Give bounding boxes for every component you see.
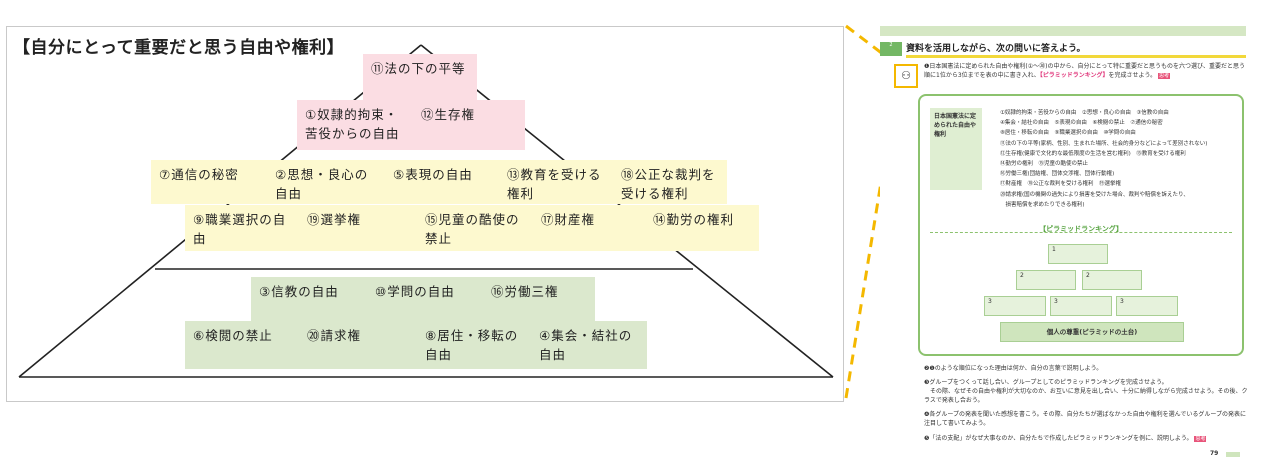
sticky-note-4[interactable]: ④集会・結社の自由: [531, 321, 647, 369]
pyramid-base-box: 個人の尊重(ピラミッドの土台): [1000, 322, 1184, 342]
sticky-note-8[interactable]: ⑧居住・移転の自由: [417, 321, 531, 369]
sticky-note-2[interactable]: ②思想・良心の自由: [267, 160, 385, 204]
sticky-note-14[interactable]: ⑭勤労の権利: [645, 205, 759, 251]
rights-frame: 日本国憲法に定められた自由や権利 ①奴隷的拘束・苦役からの自由 ②思想・良心の自…: [918, 94, 1244, 356]
sticky-note-15[interactable]: ⑮児童の酷使の禁止: [417, 205, 533, 251]
rights-line: ⑳請求権(国の機関の過失により損害を受けた場合、裁判や賠償を訴えたり、: [1000, 191, 1189, 198]
sticky-note-16[interactable]: ⑯労働三権: [483, 277, 595, 325]
rank-slot-2a[interactable]: 2: [1016, 270, 1076, 290]
sticky-note-17[interactable]: ⑰財産権: [533, 205, 645, 251]
sticky-note-7[interactable]: ⑦通信の秘密: [151, 160, 267, 204]
rank-slot-3a[interactable]: 3: [984, 296, 1046, 316]
rights-line: ⑭勤労の権利 ⑮児童の酷使の禁止: [1000, 161, 1089, 168]
sticky-note-18[interactable]: ⑱公正な裁判を受ける権利: [613, 160, 727, 204]
page-heading: 資料を活用しながら、次の問いに答えよう。: [906, 44, 1246, 58]
thinking-tag: 思考: [1158, 73, 1171, 79]
rights-line: ①奴隷的拘束・苦役からの自由 ②思想・良心の自由 ③信教の自由: [1000, 110, 1169, 116]
rank-slot-3b[interactable]: 3: [1050, 296, 1112, 316]
ranking-divider: [930, 232, 1232, 233]
group-people-icon: ⚇: [894, 64, 918, 88]
rights-line: ⑧居住・移転の自由 ⑨職業選択の自由 ⑩学問の自由: [1000, 130, 1136, 137]
rights-label: 日本国憲法に定められた自由や権利: [930, 108, 982, 190]
rights-line: ⑪法の下の平等(家柄、性別、生まれた場所、社会的身分などによって差別されない): [1000, 140, 1208, 147]
question-2: ❷❶のような順位になった理由は何か、自分の言葉で説明しよう。: [924, 365, 1103, 372]
rights-line: ⑫生存権(健康で文化的な最低限度の生活を営む権利) ⑬教育を受ける権利: [1000, 150, 1186, 157]
page-number: 79: [1210, 450, 1219, 457]
step-badge: 2: [880, 42, 902, 56]
sticky-note-12[interactable]: ⑫生存権: [413, 100, 525, 150]
sticky-note-1[interactable]: ①奴隷的拘束・苦役からの自由: [297, 100, 413, 150]
sticky-note-13[interactable]: ⑬教育を受ける権利: [499, 160, 613, 204]
pyramid-title: 【自分にとって重要だと思う自由や権利】: [13, 38, 345, 58]
question-1: ❶日本国憲法に定められた自由や権利(①〜⑳)の中から、自分にとって特に重要だと思…: [924, 62, 1248, 81]
thinking-tag: 思考: [1194, 436, 1207, 442]
question-4: ❹各グループの発表を聞いた感想を書こう。その際、自分たちが選ばなかった自由や権利…: [924, 411, 1247, 427]
sticky-note-20[interactable]: ⑳請求権: [299, 321, 417, 369]
sticky-note-9[interactable]: ⑨職業選択の自由: [185, 205, 299, 251]
question-3-line-1: ❸グループをつくって話し合い、グループとしてのピラミッドランキングを完成させよう…: [924, 379, 1168, 386]
question-1-end: を完成させよう。: [1108, 72, 1157, 79]
rights-line: 損害賠償を求めたりできる権利): [1000, 201, 1085, 208]
sticky-note-10[interactable]: ⑩学問の自由: [367, 277, 483, 325]
page-tab: [1226, 452, 1240, 457]
rights-line: ⑯労働三権(団結権、団体交渉権、団体行動権): [1000, 171, 1115, 178]
rank-slot-2b[interactable]: 2: [1082, 270, 1142, 290]
sticky-note-5[interactable]: ⑤表現の自由: [385, 160, 499, 204]
page-top-bar: [880, 26, 1246, 36]
sticky-note-3[interactable]: ③信教の自由: [251, 277, 367, 325]
sticky-note-19[interactable]: ⑲選挙権: [299, 205, 417, 251]
rights-list: ①奴隷的拘束・苦役からの自由 ②思想・良心の自由 ③信教の自由 ④集会・結社の自…: [1000, 108, 1236, 210]
question-3-line-2: その際、なぜその自由や権利が大切なのか、お互いに意見を出し合い、十分に納得しなが…: [924, 388, 1248, 404]
rights-line: ④集会・結社の自由 ⑤表現の自由 ⑥検閲の禁止 ⑦通信の秘密: [1000, 120, 1163, 127]
question-1-text: ❶日本国憲法に定められた自由や権利(①〜⑳)の中から、自分にとって特に重要だと思…: [924, 63, 1245, 79]
rights-line: ⑰財産権 ⑱公正な裁判を受ける権利 ⑲選挙権: [1000, 181, 1122, 188]
sticky-note-6[interactable]: ⑥検閲の禁止: [185, 321, 299, 369]
question-5: ❺「法の支配」がなぜ大事なのか、自分たちで作成したピラミッドランキングを例に、説…: [924, 434, 1248, 444]
pyramid-panel: 【自分にとって重要だと思う自由や権利】 ⑪法の下の平等 ①奴隷的拘束・苦役からの…: [6, 26, 844, 402]
question-5-text: ❺「法の支配」がなぜ大事なのか、自分たちで作成したピラミッドランキングを例に、説…: [924, 435, 1193, 442]
question-1-accent: 【ピラミッドランキング】: [1039, 72, 1109, 79]
question-3: ❸グループをつくって話し合い、グループとしてのピラミッドランキングを完成させよう…: [924, 378, 1248, 405]
rank-slot-3c[interactable]: 3: [1116, 296, 1178, 316]
rank-slot-1[interactable]: 1: [1048, 244, 1108, 264]
sticky-note-11[interactable]: ⑪法の下の平等: [363, 54, 477, 104]
textbook-page: 2 資料を活用しながら、次の問いに答えよう。 ⚇ ❶日本国憲法に定められた自由や…: [880, 0, 1266, 472]
ranking-title: 【ピラミッドランキング】: [1039, 225, 1123, 233]
